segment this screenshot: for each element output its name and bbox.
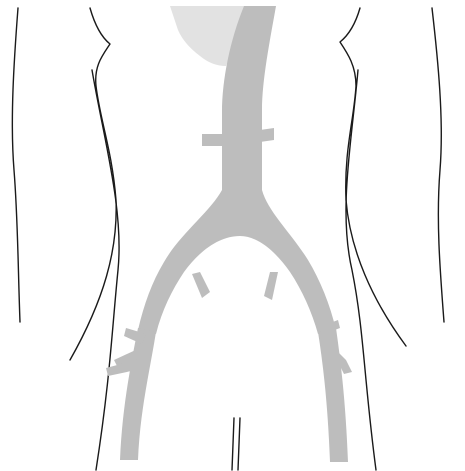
left-common-iliac — [120, 328, 156, 460]
body-outline-left-inner — [70, 8, 116, 360]
right-renal-artery — [260, 128, 274, 142]
body-outline-left-outer — [12, 8, 20, 322]
midline-outline — [232, 418, 234, 470]
body-outline-right-inner — [340, 8, 406, 346]
left-internal-iliac — [192, 272, 210, 298]
midline-outline-2 — [238, 418, 240, 470]
left-renal-artery — [202, 134, 224, 146]
thigh-outline-left — [92, 70, 119, 470]
body-outline-right-outer — [432, 8, 444, 322]
aortic-bifurcation — [138, 190, 336, 334]
right-internal-iliac — [264, 272, 278, 300]
